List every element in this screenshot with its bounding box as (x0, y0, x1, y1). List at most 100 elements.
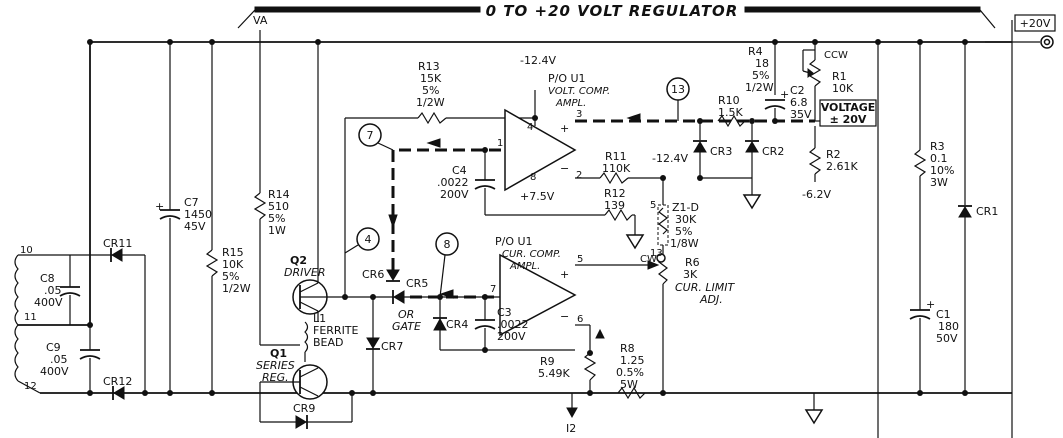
svg-text:0.5%: 0.5% (616, 366, 644, 379)
callout-7: 7 (367, 129, 374, 142)
svg-text:.05: .05 (44, 284, 62, 297)
svg-text:1/2W: 1/2W (416, 96, 445, 109)
svg-text:3K: 3K (683, 268, 698, 281)
svg-text:L1: L1 (313, 312, 326, 325)
callout-13: 13 (671, 83, 685, 96)
svg-text:CR6: CR6 (362, 268, 384, 281)
svg-text:10K: 10K (832, 82, 854, 95)
svg-text:VOLT. COMP.: VOLT. COMP. (548, 86, 610, 97)
svg-text:C4: C4 (452, 164, 467, 177)
svg-text:CR4: CR4 (446, 318, 468, 331)
svg-text:R3: R3 (930, 140, 945, 153)
svg-text:+: + (560, 122, 569, 135)
svg-text:1W: 1W (268, 224, 286, 237)
svg-text:C8: C8 (40, 272, 55, 285)
svg-text:CR12: CR12 (103, 375, 132, 388)
resistor-r15: R15 10K 5% 1/2W (205, 42, 251, 393)
or-gate: CR7 CR6 CR5 OR GATE (344, 155, 500, 393)
svg-text:180: 180 (938, 320, 959, 333)
svg-text:5: 5 (577, 254, 583, 265)
capacitor-c9: C9 .05 400V (40, 325, 101, 393)
svg-text:1/2W: 1/2W (745, 81, 774, 94)
svg-text:2: 2 (576, 170, 582, 181)
svg-text:-6.2V: -6.2V (802, 188, 831, 201)
svg-text:BEAD: BEAD (313, 336, 344, 349)
svg-text:30K: 30K (675, 213, 697, 226)
svg-text:OR: OR (398, 308, 414, 321)
svg-text:Q2: Q2 (290, 254, 307, 267)
svg-text:6: 6 (577, 314, 583, 325)
svg-text:45V: 45V (184, 220, 206, 233)
ferrite-l1: L1 FERRITE BEAD (304, 312, 359, 362)
svg-text:5%: 5% (268, 212, 285, 225)
svg-text:+7.5V: +7.5V (520, 190, 555, 203)
svg-text:R11: R11 (605, 150, 627, 163)
svg-text:CCW: CCW (824, 50, 848, 61)
svg-text:15K: 15K (420, 72, 442, 85)
svg-text:CR9: CR9 (293, 402, 315, 415)
svg-text:139: 139 (604, 199, 625, 212)
svg-text:R4: R4 (748, 45, 763, 58)
svg-text:5: 5 (650, 200, 656, 211)
svg-text:4: 4 (527, 122, 533, 133)
svg-text:R10: R10 (718, 94, 740, 107)
callout-4: 4 (365, 233, 372, 246)
resistor-r14: VA R14 510 5% 1W (253, 14, 300, 346)
svg-text:DRIVER: DRIVER (284, 266, 325, 279)
capacitor-c7: + C7 1450 45V (155, 42, 212, 393)
svg-text:3: 3 (576, 109, 582, 120)
svg-text:5%: 5% (752, 69, 769, 82)
svg-text:-12.4V: -12.4V (652, 152, 688, 165)
zener-z1d: 5 Z1-D 30K 5% 1/8W (650, 178, 699, 258)
svg-text:3W: 3W (930, 176, 948, 189)
svg-text:5%: 5% (422, 84, 439, 97)
resistor-r12: R12 139 (604, 187, 645, 250)
svg-text:ADJ.: ADJ. (699, 293, 723, 306)
va-label: VA (253, 14, 268, 27)
svg-text:P/O U1: P/O U1 (548, 72, 586, 85)
callouts: 7 4 8 13 (344, 77, 690, 298)
svg-text:C3: C3 (497, 306, 512, 319)
svg-text:Q1: Q1 (270, 347, 287, 360)
svg-text:1/2W: 1/2W (222, 282, 251, 295)
svg-text:200V: 200V (440, 188, 469, 201)
svg-text:200V: 200V (497, 330, 526, 343)
diode-cr4: CR4 (433, 297, 575, 351)
svg-text:0.1: 0.1 (930, 152, 948, 165)
output-label: +20V (1020, 17, 1051, 30)
svg-text:13: 13 (650, 248, 663, 259)
svg-text:AMPL.: AMPL. (555, 98, 586, 109)
svg-text:.0022: .0022 (497, 318, 529, 331)
svg-text:11: 11 (24, 312, 37, 323)
title-banner: 0 TO +20 VOLT REGULATOR (237, 2, 996, 29)
svg-text:SERIES: SERIES (256, 359, 295, 372)
diode-cr11: CR11 (100, 237, 146, 393)
svg-text:5%: 5% (222, 270, 239, 283)
svg-text:VOLTAGE: VOLTAGE (821, 101, 876, 114)
svg-text:CR3: CR3 (710, 145, 732, 158)
capacitor-c1: + C1 180 50V (909, 298, 959, 393)
resistor-r11: R11 110K (575, 150, 663, 185)
junction-dots (87, 39, 968, 396)
svg-text:GATE: GATE (392, 320, 421, 333)
svg-text:R15: R15 (222, 246, 244, 259)
svg-text:CR2: CR2 (762, 145, 784, 158)
potentiometer-r6: CW 13 R6 3K CUR. LIMIT ADJ. (575, 248, 735, 393)
svg-text:R2: R2 (826, 148, 841, 161)
resistor-r8: R8 1.25 0.5% 5W (616, 342, 646, 400)
svg-text:R6: R6 (685, 256, 700, 269)
svg-text:-12.4V: -12.4V (520, 54, 556, 67)
resistor-r9: R9 5.49K (538, 352, 597, 393)
svg-text:R8: R8 (620, 342, 635, 355)
svg-text:CUR. LIMIT: CUR. LIMIT (675, 281, 735, 294)
capacitor-c3: C3 .0022 200V (474, 297, 529, 350)
svg-text:1.5K: 1.5K (718, 106, 743, 119)
svg-text:P/O U1: P/O U1 (495, 235, 533, 248)
diode-cr12: CR12 (103, 375, 132, 400)
svg-text:I2: I2 (566, 422, 576, 435)
svg-text:5.49K: 5.49K (538, 367, 570, 380)
misc-wires (804, 42, 879, 425)
svg-text:6.8: 6.8 (790, 96, 808, 109)
transformer: 10 11 12 (14, 245, 100, 394)
svg-text:400V: 400V (40, 365, 69, 378)
